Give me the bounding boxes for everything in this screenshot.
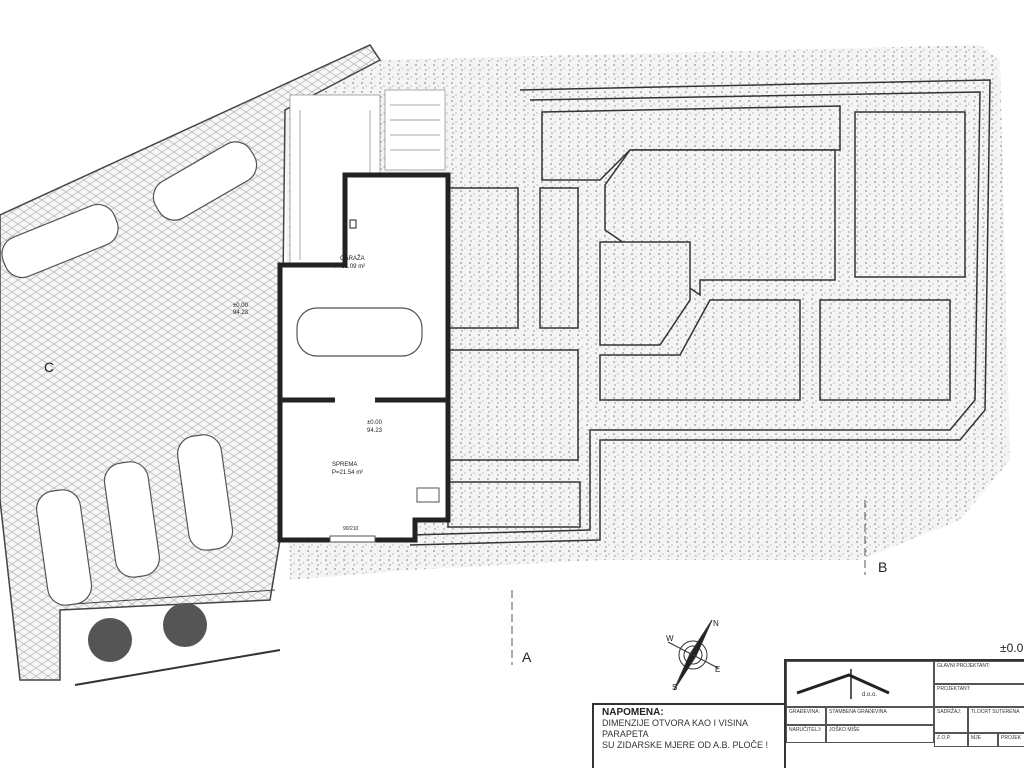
content-label: SADRŽAJ:: [934, 707, 968, 733]
zone-label-c: C: [44, 359, 54, 375]
car: [177, 434, 234, 551]
compass-n: N: [713, 619, 719, 628]
note-title: NAPOMENA:: [602, 707, 664, 718]
level-value: ±0.00: [233, 303, 249, 309]
section-lines: [511, 500, 866, 665]
shrub: [88, 618, 132, 662]
client-label: NARUČITELJ:: [786, 725, 826, 743]
zop-label: Z.O.P.: [934, 733, 968, 747]
compass-s: S: [672, 683, 677, 692]
building: [277, 172, 451, 543]
shrub: [163, 603, 207, 647]
project-label: PROJEK: [998, 733, 1024, 747]
designer-label: PROJEKTANT:: [934, 684, 1024, 707]
compass-rose-icon: N E S W: [666, 619, 720, 692]
client-value: JOŠKO MIŠE: [826, 725, 934, 743]
level-mark-right: ±0.0: [1000, 641, 1024, 655]
compass-e: E: [715, 665, 720, 674]
room-name-garage: GARAŽA: [340, 254, 365, 262]
car: [152, 141, 258, 221]
room-area-storage: P=21.54 m²: [332, 470, 363, 476]
building-value: STAMBENA GRAĐEVINA: [826, 707, 934, 725]
car: [296, 307, 423, 357]
note-box: NAPOMENA: DIMENZIJE OTVORA KAO I VISINA …: [592, 703, 784, 768]
car: [1, 203, 119, 279]
room-area-garage: P=31.09 m²: [334, 264, 365, 270]
content-value: TLOCRT SUTERENA: [968, 707, 1024, 733]
parking-edge-line: [74, 649, 281, 686]
note-line: DIMENZIJE OTVORA KAO I VISINA PARAPETA: [602, 718, 748, 739]
title-block: d.o.o. GLAVNI PROJEKTANT: PROJEKTANT: GR…: [784, 659, 1024, 768]
note-line: SU ZIDARSKE MJERE OD A.B. PLOČE !: [602, 740, 769, 750]
level-elevation: 94.23: [233, 310, 249, 316]
company-logo: d.o.o.: [786, 661, 934, 707]
level-elevation: 94.23: [367, 428, 383, 434]
cars: [1, 141, 423, 606]
parking-edge-line: [59, 589, 276, 606]
building-label: GRAĐEVINA:: [786, 707, 826, 725]
chief-designer-label: GLAVNI PROJEKTANT:: [934, 661, 1024, 684]
roof-logo-icon: [796, 669, 890, 699]
compass-w: W: [666, 634, 674, 643]
scale-label: MJE: [968, 733, 998, 747]
parking-paving: [0, 44, 382, 681]
level-value: ±0.00: [367, 420, 383, 426]
company-name: d.o.o.: [862, 692, 878, 698]
zone-label-b: B: [878, 559, 887, 575]
zone-label-a: A: [522, 649, 532, 665]
door-label: 90/210: [343, 526, 359, 532]
car: [103, 461, 160, 578]
car: [36, 489, 93, 606]
garden-paths: [409, 79, 991, 546]
room-name-storage: SPREMA: [332, 462, 357, 468]
